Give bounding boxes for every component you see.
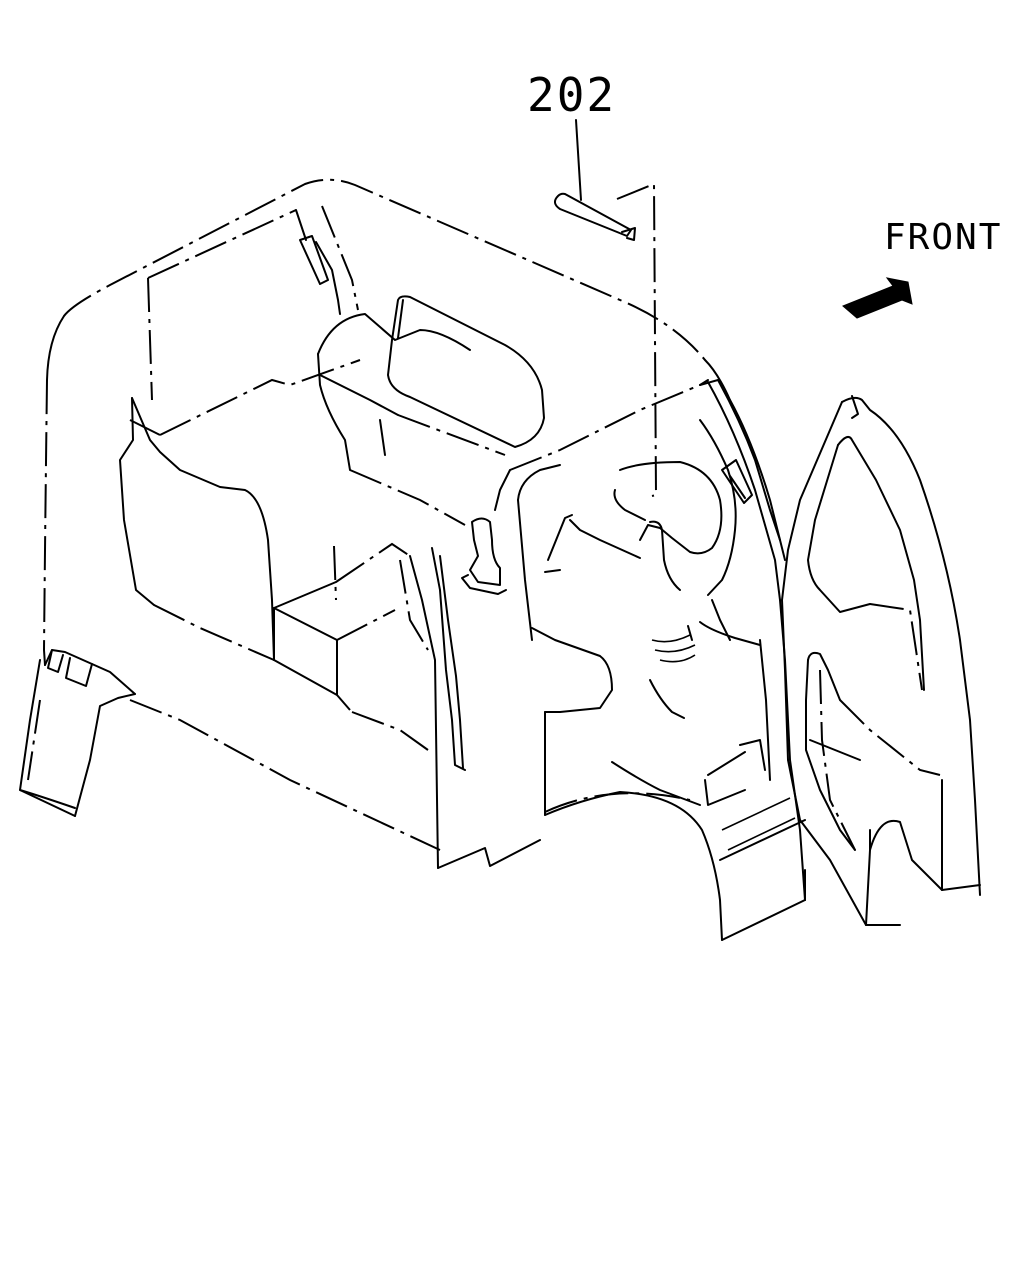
door-frame-inner: [409, 547, 541, 869]
steering-wheel: [544, 419, 737, 596]
gear-lever: [461, 517, 507, 595]
door-window: [807, 435, 925, 691]
wheel-arch: [544, 791, 806, 941]
front-pillar: [699, 379, 806, 901]
door-lower-panel: [805, 651, 941, 851]
front-direction-label: FRONT: [884, 217, 1003, 258]
pillar-latch: [299, 205, 359, 315]
part-number-label: 202: [527, 68, 617, 122]
rear-window: [147, 209, 361, 436]
headrest: [387, 295, 545, 448]
floor-box: [273, 542, 411, 696]
part-202-rod: [554, 192, 636, 241]
part-leader-line: [575, 119, 582, 201]
pedal-area: [704, 739, 796, 851]
pillar-handle: [721, 459, 753, 504]
mounting-reference-line: [616, 182, 658, 497]
dashboard: [494, 379, 709, 641]
cab-roof-outline: [43, 178, 731, 666]
rear-side-panel: [119, 397, 275, 661]
open-door: [781, 395, 981, 926]
seat-cushion: [531, 627, 701, 816]
seat-back: [317, 313, 506, 471]
front-arrow-icon: [842, 277, 913, 319]
steering-column: [649, 599, 761, 719]
rear-lower-left: [19, 649, 136, 817]
floor-outline: [129, 419, 466, 851]
